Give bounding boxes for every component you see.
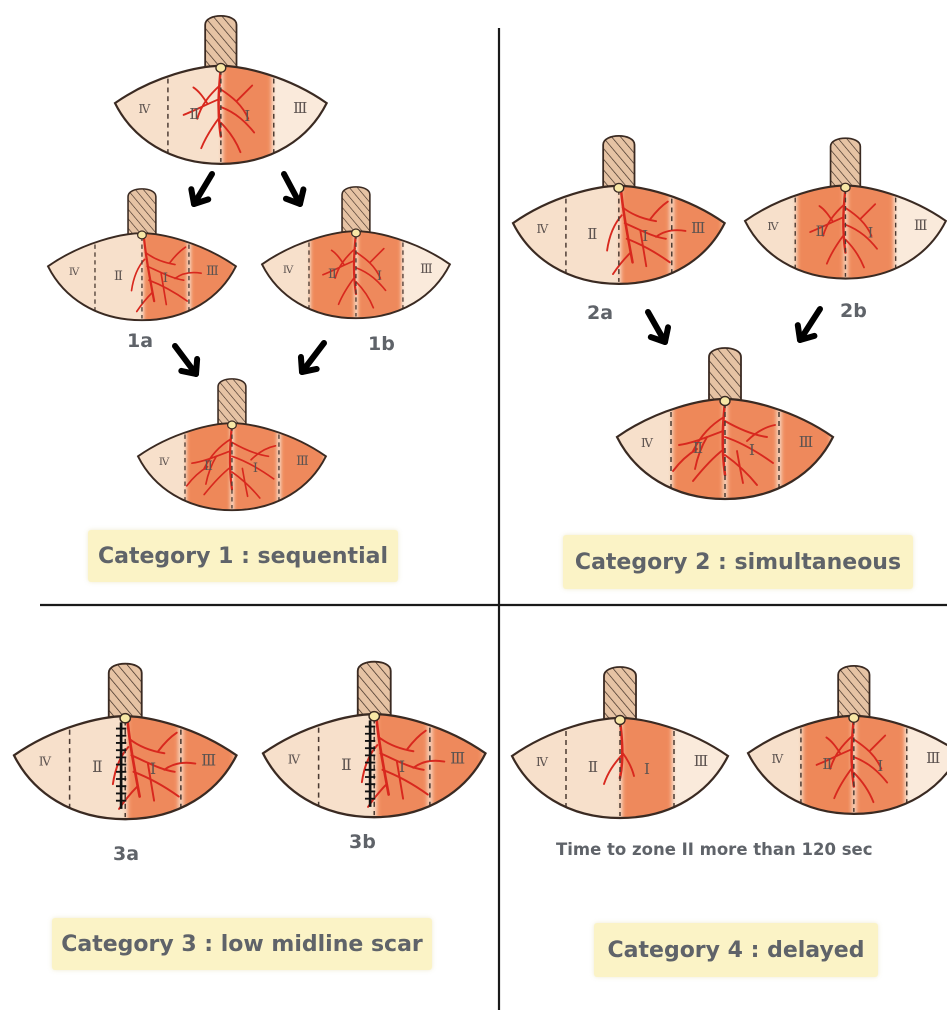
zone-label-i: Ⅰ xyxy=(163,271,168,286)
zone-label-iii: Ⅲ xyxy=(450,750,465,768)
zone-label-iii: Ⅲ xyxy=(799,433,813,451)
zone-label-iii: Ⅲ xyxy=(296,454,309,469)
flap-2-bottom-umbilicus xyxy=(720,397,730,406)
flap-4-early: Ⅳ Ⅱ Ⅰ Ⅲ xyxy=(512,667,728,824)
label-2a: 2a xyxy=(587,302,613,324)
label-3a: 3a xyxy=(113,843,139,865)
flap-2-bottom: Ⅳ Ⅱ Ⅰ Ⅲ xyxy=(617,348,833,505)
zone-label-i: Ⅰ xyxy=(642,228,648,245)
flap-3a-umbilicus xyxy=(120,714,130,723)
zone-label-ii: Ⅱ xyxy=(114,269,123,284)
flap-2b-umbilicus xyxy=(841,183,850,191)
label-1a: 1a xyxy=(127,330,153,352)
arrow-1-to-1a xyxy=(191,174,212,204)
zone-label-i: Ⅰ xyxy=(868,226,874,242)
zone-label-i: Ⅰ xyxy=(377,269,382,284)
label-3b: 3b xyxy=(349,831,376,853)
arrow-1-to-1b xyxy=(284,174,303,204)
zone-label-i: Ⅰ xyxy=(150,760,156,778)
flap-2a-umbilicus xyxy=(614,183,624,192)
zone-label-iv: Ⅳ xyxy=(69,266,80,278)
zone-label-iv: Ⅳ xyxy=(39,755,52,769)
zone-label-iii: Ⅲ xyxy=(914,218,927,234)
zone-label-iii: Ⅲ xyxy=(691,220,705,237)
flap-1-bottom-umbilicus xyxy=(228,421,237,429)
zone-label-i: Ⅰ xyxy=(399,758,405,776)
category-2-box: Category 2 : simultaneous xyxy=(563,535,913,589)
zone-label-iii: Ⅲ xyxy=(201,752,216,770)
category-3-box: Category 3 : low midline scar xyxy=(52,918,432,970)
zone-label-iii: Ⅲ xyxy=(293,100,307,117)
flap-2a: Ⅳ Ⅱ Ⅰ Ⅲ xyxy=(513,136,725,290)
zone-label-iv: Ⅳ xyxy=(537,222,549,236)
category-1-box: Category 1 : sequential xyxy=(88,530,398,582)
zone-label-iv: Ⅳ xyxy=(536,755,549,769)
zone-label-ii: Ⅱ xyxy=(328,267,337,282)
zone-label-ii: Ⅱ xyxy=(816,224,825,240)
zone-label-iv: Ⅳ xyxy=(139,102,151,116)
flap-1a: Ⅳ Ⅱ Ⅰ Ⅲ xyxy=(48,189,236,326)
zone-label-iv: Ⅳ xyxy=(767,220,779,233)
flap-1b-umbilicus xyxy=(352,229,361,237)
zone-label-i: Ⅰ xyxy=(877,758,883,775)
zone-label-i: Ⅰ xyxy=(244,108,250,125)
zone-label-iv: Ⅳ xyxy=(159,456,170,468)
zone-label-i: Ⅰ xyxy=(644,760,650,778)
zone-label-iii: Ⅲ xyxy=(206,264,219,279)
zone-label-ii: Ⅱ xyxy=(587,226,597,243)
flap-3a: Ⅳ Ⅱ Ⅰ Ⅲ xyxy=(14,664,236,826)
zone-label-ii: Ⅱ xyxy=(189,106,199,123)
arrow-1b-to-final xyxy=(301,343,324,372)
arrow-1a-to-final xyxy=(175,346,197,374)
flap-1-bottom: Ⅳ Ⅱ Ⅰ Ⅲ xyxy=(138,379,326,516)
zone-label-ii: Ⅱ xyxy=(341,756,352,774)
label-1b: 1b xyxy=(368,333,395,355)
zone-label-iii: Ⅲ xyxy=(420,262,433,277)
flap-2b: Ⅳ Ⅱ Ⅰ Ⅲ xyxy=(745,138,946,284)
zone-label-iv: Ⅳ xyxy=(772,752,784,766)
zone-label-iv: Ⅳ xyxy=(283,264,294,276)
zone-label-iv: Ⅳ xyxy=(641,436,654,450)
flap-4-late-umbilicus xyxy=(849,713,859,722)
arrow-2b-to-final xyxy=(798,309,820,340)
zone-label-i: Ⅰ xyxy=(749,441,755,459)
zone-label-ii: Ⅱ xyxy=(588,758,598,776)
zone-label-i: Ⅰ xyxy=(253,461,258,476)
flaps-layer: Ⅳ Ⅱ Ⅰ Ⅲ Ⅳ Ⅱ Ⅰ Ⅲ Ⅳ Ⅱ Ⅰ Ⅲ Ⅳ Ⅱ Ⅰ Ⅲ Ⅳ Ⅱ Ⅰ Ⅲ Ⅳ Ⅱ Ⅰ Ⅲ Ⅳ Ⅱ Ⅰ Ⅲ Ⅳ Ⅱ Ⅰ Ⅲ Ⅳ Ⅱ Ⅰ Ⅲ Ⅳ Ⅱ Ⅰ Ⅲ… xyxy=(14,16,947,825)
flap-1a-umbilicus xyxy=(138,231,147,239)
flap-4-early-umbilicus xyxy=(615,716,625,725)
zone-label-iii: Ⅲ xyxy=(694,752,708,770)
label-2b: 2b xyxy=(840,300,867,322)
zone-label-ii: Ⅱ xyxy=(92,758,103,776)
zone-label-ii: Ⅱ xyxy=(693,439,703,457)
delay-note: Time to zone II more than 120 sec xyxy=(556,840,873,859)
flap-1-top-umbilicus xyxy=(216,63,226,72)
flap-1b: Ⅳ Ⅱ Ⅰ Ⅲ xyxy=(262,187,450,324)
category-4-box: Category 4 : delayed xyxy=(594,923,878,977)
flap-3b-umbilicus xyxy=(369,712,379,721)
zone-label-ii: Ⅱ xyxy=(822,756,832,773)
flap-4-late: Ⅳ Ⅱ Ⅰ Ⅲ xyxy=(748,666,947,820)
zone-label-iii: Ⅲ xyxy=(926,750,940,767)
zone-label-ii: Ⅱ xyxy=(204,459,213,474)
flap-1-top: Ⅳ Ⅱ Ⅰ Ⅲ xyxy=(115,16,327,170)
arrow-2a-to-final xyxy=(648,312,668,342)
flap-3b: Ⅳ Ⅱ Ⅰ Ⅲ xyxy=(263,662,485,824)
zone-label-iv: Ⅳ xyxy=(288,753,301,767)
